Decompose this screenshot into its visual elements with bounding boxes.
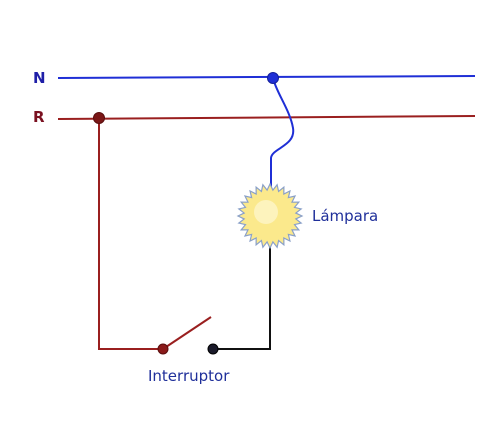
switch-terminal-return (207, 343, 219, 355)
return-wire (213, 244, 271, 350)
neutral-wire (57, 75, 476, 79)
lamp-sun-icon (236, 182, 304, 250)
switch-icon (157, 343, 219, 355)
lamp-label: Lámpara (312, 207, 378, 225)
phase-junction-node (93, 112, 105, 124)
switch-lever (162, 316, 212, 350)
neutral-junction-node (267, 72, 279, 84)
switch-label: Interruptor (148, 367, 230, 385)
neutral-label: N (33, 69, 46, 87)
switch-terminal-phase (157, 343, 169, 355)
neutral-lamp-wire (270, 77, 295, 188)
phase-switch-wire (98, 118, 163, 350)
phase-wire (57, 115, 476, 120)
lamp-highlight (254, 200, 278, 224)
phase-label: R (33, 108, 45, 126)
